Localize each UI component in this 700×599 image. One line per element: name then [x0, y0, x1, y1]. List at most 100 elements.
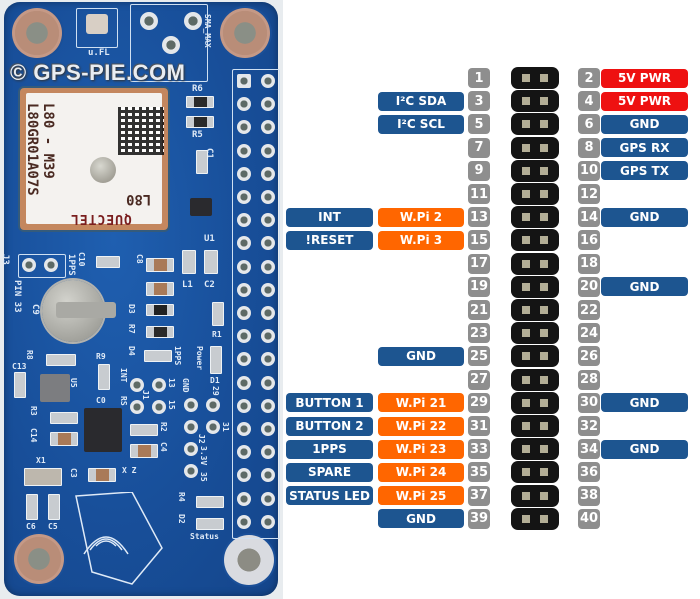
wiringpi-label: W.Pi 22 — [378, 416, 464, 436]
header-pin — [540, 514, 548, 523]
capacitor-c8 — [146, 258, 174, 272]
pin-number-38: 38 — [578, 485, 600, 506]
pin-number-19: 19 — [468, 276, 490, 297]
pin-number-40: 40 — [578, 508, 600, 529]
j3-pad — [22, 258, 36, 272]
silk-35: 35 — [199, 472, 208, 482]
function-label: GND — [601, 114, 688, 134]
board-gpio-pad — [261, 491, 275, 506]
header-pin — [522, 190, 530, 198]
battery-clip — [56, 302, 116, 318]
led-d1 — [210, 346, 222, 374]
silk-r3: R3 — [29, 406, 38, 416]
function-label: I²C SDA — [378, 91, 464, 111]
led-d4 — [144, 350, 172, 362]
header-pin — [522, 143, 530, 152]
header-pin-pair — [511, 484, 559, 507]
silk-15: 15 — [167, 400, 176, 410]
board-gpio-pad — [237, 143, 251, 158]
silk-r2: R2 — [159, 422, 168, 432]
silk-c4: C4 — [159, 442, 168, 452]
function-label: !RESET — [286, 230, 373, 250]
pin-number-6: 6 — [578, 114, 600, 135]
header-pin — [522, 236, 530, 245]
header-pin-pair — [511, 136, 559, 159]
board-gpio-pad — [261, 236, 275, 251]
header-pin — [522, 375, 530, 384]
function-label: GND — [601, 277, 688, 297]
pin-number-7: 7 — [468, 137, 490, 158]
silk-r6: R6 — [192, 84, 203, 94]
pin-number-34: 34 — [578, 439, 600, 460]
function-label: BUTTON 2 — [286, 416, 373, 436]
board-gpio-pad — [261, 190, 275, 204]
header-pin — [522, 445, 530, 454]
pin-number-5: 5 — [468, 114, 490, 135]
header-pin — [522, 422, 530, 430]
j2-pad — [184, 442, 198, 456]
header-pin-pair — [511, 183, 559, 205]
header-pin-pair — [511, 159, 559, 182]
silk-x1: X1 — [36, 456, 46, 465]
function-label: SPARE — [286, 462, 373, 482]
board-gpio-pad — [237, 306, 251, 320]
wiringpi-label: W.Pi 3 — [378, 230, 464, 250]
header-pin — [522, 329, 530, 338]
board-gpio-pad — [261, 445, 275, 460]
board-gpio-header-outline — [232, 69, 280, 539]
header-pin — [522, 120, 530, 129]
j1-pad — [130, 400, 144, 414]
capacitor-c2 — [204, 250, 218, 274]
j1-pad — [152, 378, 166, 392]
board-gpio-pad — [237, 398, 251, 413]
j2-pad — [206, 398, 220, 412]
function-label: GND — [601, 393, 688, 413]
wiringpi-label: W.Pi 21 — [378, 393, 464, 413]
header-pin — [540, 375, 548, 384]
header-pin — [540, 306, 548, 314]
resistor-r7 — [146, 326, 174, 338]
header-pin-pair — [511, 322, 559, 345]
header-pin-pair — [511, 507, 559, 530]
board-gpio-pad — [261, 282, 275, 297]
silk-c8: C8 — [135, 254, 144, 264]
header-pin-pair — [511, 391, 559, 414]
wiringpi-label: W.Pi 25 — [378, 486, 464, 506]
resistor-r3 — [50, 412, 78, 424]
inductor-l1 — [182, 250, 196, 274]
board-gpio-pad — [261, 166, 275, 181]
silk-c14: C14 — [29, 428, 38, 443]
board-gpio-pad — [261, 329, 275, 344]
board-gpio-pad — [237, 74, 251, 88]
capacitor-c14 — [50, 432, 78, 446]
header-pin — [522, 74, 530, 82]
pin-number-20: 20 — [578, 276, 600, 297]
module-model-line-1: L80 - M39 — [40, 103, 56, 179]
board-gpio-pad — [261, 259, 275, 274]
j2-pad — [206, 420, 220, 434]
board-gpio-pad — [261, 143, 275, 158]
board-gpio-pad — [261, 306, 275, 320]
pin-number-33: 33 — [468, 439, 490, 460]
qr-code — [118, 107, 164, 155]
header-pin — [540, 120, 548, 129]
silk-1pps-j3: 1PPS — [66, 254, 76, 276]
resistor-r9 — [98, 364, 110, 390]
pin-number-2: 2 — [578, 68, 600, 88]
watermark: © GPS-PIE.COM — [10, 60, 186, 85]
pin-number-23: 23 — [468, 323, 490, 344]
pin-number-24: 24 — [578, 323, 600, 344]
board-gpio-pad — [237, 120, 251, 135]
resistor-r1 — [212, 302, 224, 326]
silk-c10: C10 — [77, 252, 86, 267]
header-pin — [540, 398, 548, 407]
module-model-line-2: L80GR01A07S — [24, 103, 40, 196]
resistor-r8 — [46, 354, 76, 366]
silk-d4: D4 — [127, 346, 136, 356]
gps-board-photo: u.FL SMA_MAX © GPS-PIE.COM L80 - M39 L80… — [0, 0, 283, 599]
sma-pad — [140, 12, 158, 30]
header-pin — [540, 213, 548, 222]
board-gpio-pad — [237, 329, 251, 344]
header-pin-pair — [511, 345, 559, 368]
silk-r1: R1 — [212, 330, 222, 339]
